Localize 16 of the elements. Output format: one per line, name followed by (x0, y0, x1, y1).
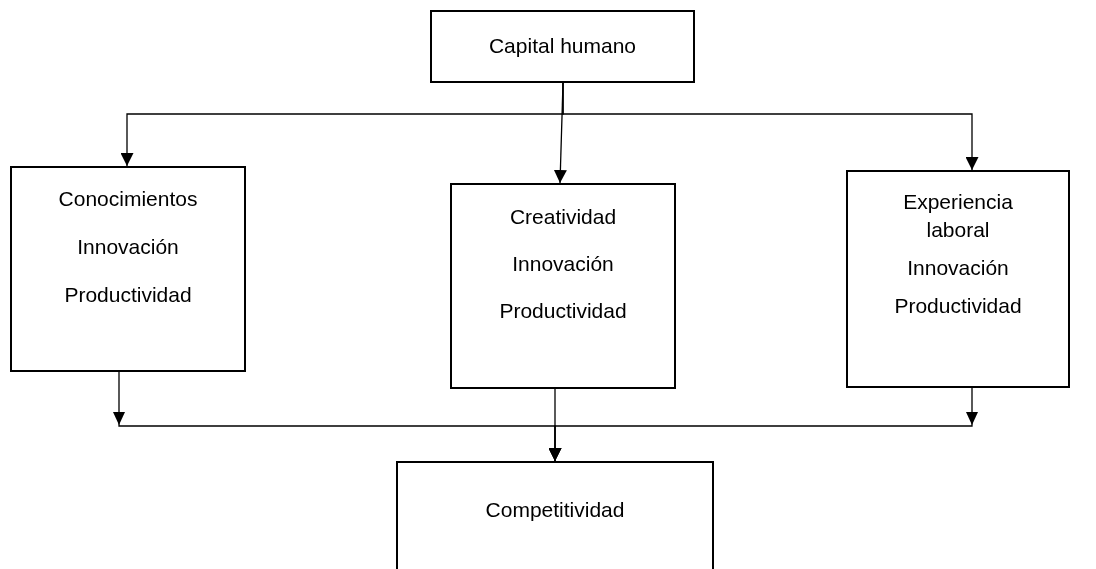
process-box (450, 183, 676, 389)
process-box (10, 166, 246, 372)
box-text: Productividad (499, 298, 627, 324)
box-text: Productividad (894, 293, 1022, 319)
box-text: Competitividad (485, 497, 625, 523)
process-box (396, 461, 714, 569)
process-box (430, 10, 695, 83)
process-box (846, 170, 1070, 388)
box-text: Conocimientos (58, 186, 198, 212)
box-text: Innovación (512, 251, 614, 277)
box-text: Productividad (64, 282, 192, 308)
box-text: Creatividad (509, 204, 617, 230)
box-text: Innovación (77, 234, 179, 260)
box-text: Capital humano (488, 33, 637, 59)
box-text: Experiencia laboral (902, 189, 1014, 243)
box-text: Innovación (907, 255, 1009, 281)
